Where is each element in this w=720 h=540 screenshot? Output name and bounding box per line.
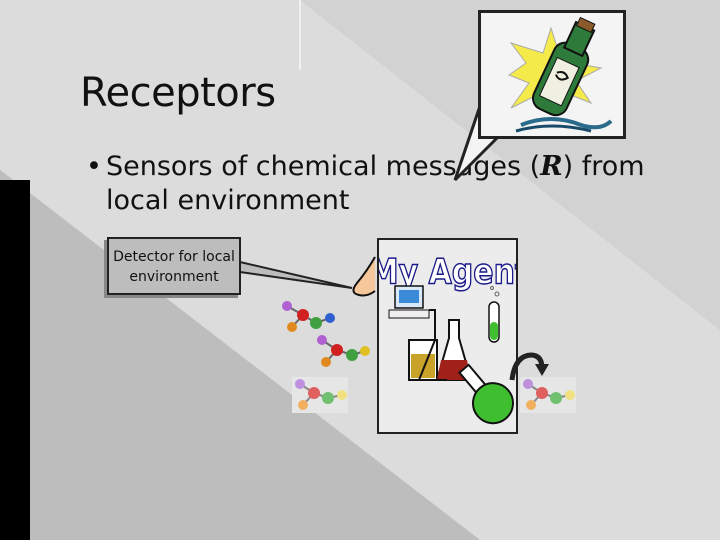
agent-card-art: My Agent <box>368 251 530 425</box>
left-black-bar <box>0 180 30 540</box>
molecule-icon <box>292 377 348 413</box>
molecule-icon <box>317 335 370 367</box>
bullet-dot: • <box>86 151 102 182</box>
molecule-icon <box>282 301 335 332</box>
test-tube-icon <box>488 286 500 343</box>
green-flask-icon <box>458 363 514 425</box>
bullet-text-suffix: ) from local environment <box>106 151 645 216</box>
nose-icon <box>352 256 376 297</box>
agent-card: My Agent <box>368 238 530 434</box>
receptor-symbol: R <box>540 151 563 182</box>
molecule-icon <box>520 377 576 413</box>
message-in-bottle-icon <box>507 16 613 133</box>
computer-icon <box>388 285 430 319</box>
detector-callout: Detector for local environment <box>107 237 241 295</box>
callout-line-1: Detector for local <box>113 249 235 265</box>
flask-icon <box>408 309 473 381</box>
slide-title: Receptors <box>80 70 276 116</box>
curved-arrow-icon <box>509 352 549 381</box>
bottle-clipart-frame <box>478 10 626 139</box>
callout-line-2: environment <box>129 269 219 285</box>
